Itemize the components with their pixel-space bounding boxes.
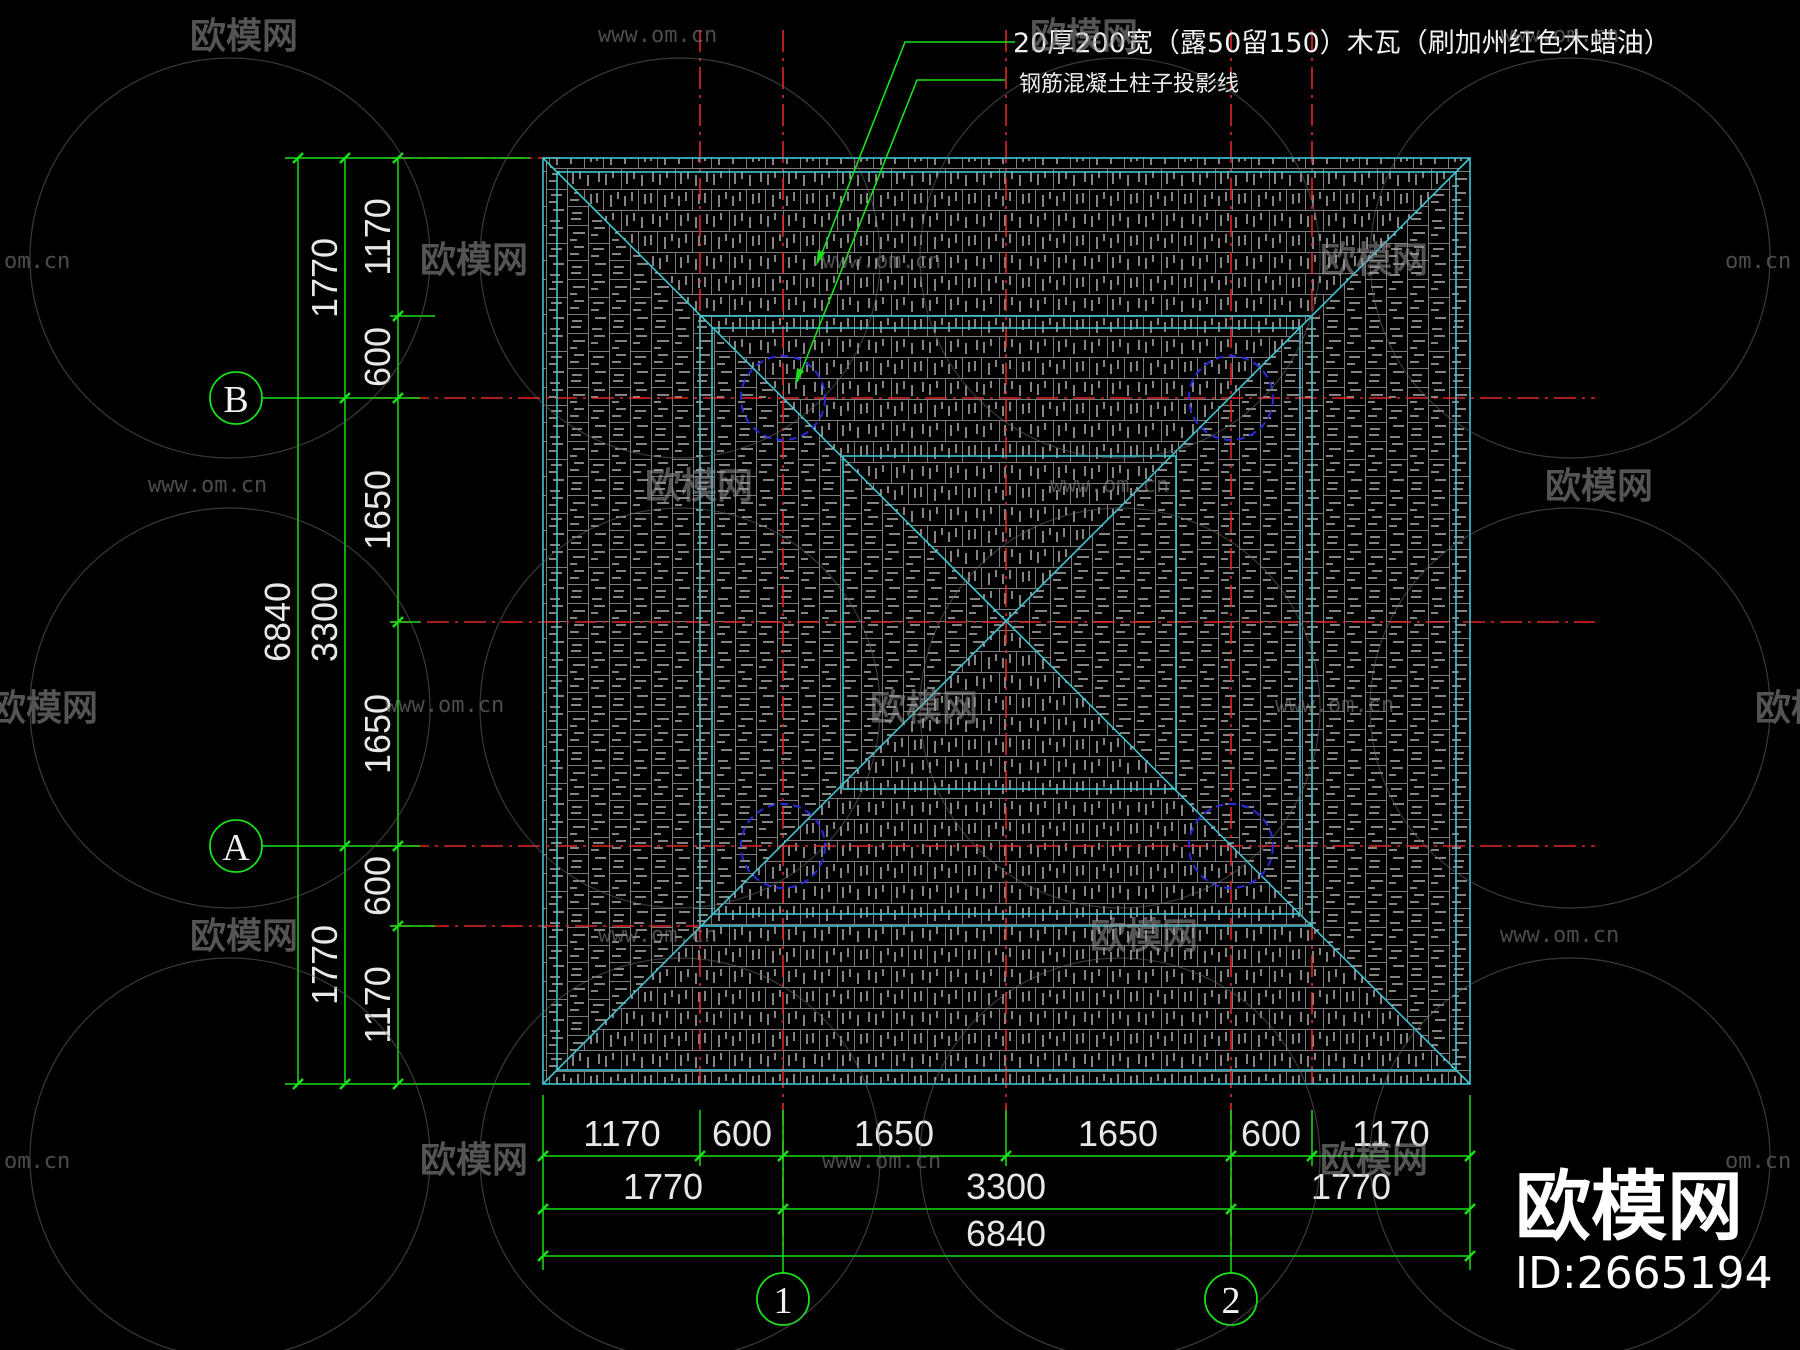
dim-left-1170-bottom: 1170 (357, 966, 398, 1043)
brand-logo: 欧模网 (1515, 1162, 1743, 1251)
left-tick-marks (292, 152, 404, 1090)
roof-eave-inner (556, 171, 1457, 1071)
watermark-logo: 欧模网 (420, 1140, 528, 1181)
watermark-logo-partial: 欧模网 (0, 688, 98, 729)
leader-wood-tile (819, 41, 1015, 259)
watermark-url: www.om.cn (822, 249, 941, 274)
roof-ridge-inner (842, 455, 1177, 790)
axis-bubble-2: 2 (1204, 1272, 1258, 1326)
bottom-dimensions (537, 1095, 1476, 1300)
watermark-url: www.om.cn (385, 693, 504, 718)
roof-slope-north (543, 158, 1470, 621)
leader-arrow-2 (795, 368, 804, 384)
roof-slope-east (1006, 158, 1470, 1084)
dim-bottom-1650-right: 1650 (1078, 1113, 1158, 1154)
dim-bottom-1770-right: 1770 (1311, 1166, 1391, 1207)
dim-left-600-bottom: 600 (357, 856, 398, 916)
watermark-url-partial: om.cn (4, 1149, 70, 1174)
dim-bottom-6840: 6840 (966, 1213, 1046, 1254)
leader-arrow-1 (816, 250, 825, 266)
bottom-tick-marks (537, 1150, 1476, 1262)
watermark-logo: 欧模网 (1030, 16, 1138, 57)
column-projection-a2 (1188, 803, 1274, 889)
column-projections (740, 355, 1274, 889)
dim-left-6840: 6840 (257, 582, 298, 662)
watermark-url: www.om.cn (148, 473, 267, 498)
watermark-logo: 欧模网 (870, 688, 978, 729)
dim-bottom-600-left: 600 (712, 1113, 772, 1154)
note-leaders (796, 41, 1015, 383)
dim-left-1170-top: 1170 (357, 198, 398, 275)
watermark-url: www.om.cn (598, 923, 717, 948)
bottom-dimension-labels: 1170 600 1650 1650 600 1170 1770 3300 17… (583, 1113, 1429, 1254)
watermark-url: www.om.cn (822, 1149, 941, 1174)
leader-column-projection (796, 79, 1005, 383)
left-dimensions (260, 152, 530, 1090)
hip-line-se (1005, 620, 1471, 1085)
dim-bottom-3300: 3300 (966, 1166, 1046, 1207)
watermark-logo: 欧模网 (1320, 240, 1428, 281)
watermark-url: www.om.cn (1275, 693, 1394, 718)
watermark-arcs (29, 57, 1771, 1350)
dim-bottom-1170-left: 1170 (583, 1113, 660, 1154)
note-wood-tile: 20厚200宽（露50留150）木瓦（刷加州红色木蜡油） (1013, 28, 1671, 59)
dim-left-1770-top: 1770 (304, 238, 345, 318)
left-dimension-labels: 1170 600 1650 1650 600 1170 1770 3300 17… (257, 198, 398, 1043)
axis-bubbles: B A 1 2 (209, 371, 1258, 1326)
roof-eave-outline (542, 157, 1471, 1085)
svg-text:2: 2 (1222, 1280, 1241, 1322)
dim-left-3300: 3300 (304, 582, 345, 662)
axis-bubble-b: B (209, 371, 263, 425)
axis-bubble-a: A (209, 819, 263, 873)
svg-text:A: A (222, 827, 250, 869)
dim-left-1650-bottom: 1650 (357, 694, 398, 774)
watermark-logo: 欧模网 (1755, 688, 1800, 729)
watermark-logo: 欧模网 (190, 16, 298, 57)
watermark-url-partial: om.cn (4, 249, 70, 274)
hip-line-nw (542, 157, 1007, 622)
watermark-url: www.om.cn (1050, 473, 1169, 498)
bottom-extension-lines (542, 1095, 1471, 1300)
watermark-logo: 欧模网 (645, 466, 753, 507)
watermark-url-partial: om.cn (1725, 1149, 1791, 1174)
branding: 欧模网 ID:2665194 (1515, 1162, 1773, 1299)
left-extension-lines (260, 157, 530, 1085)
watermark-url: www.om.cn (1500, 923, 1619, 948)
watermark-logo: 欧模网 (420, 240, 528, 281)
svg-text:B: B (223, 379, 248, 421)
dim-bottom-1170-right: 1170 (1352, 1113, 1429, 1154)
svg-text:1: 1 (774, 1280, 793, 1322)
dim-bottom-1770-left: 1770 (623, 1166, 703, 1207)
hip-line-sw (542, 620, 1007, 1085)
dim-left-600-top: 600 (357, 327, 398, 387)
column-projection-b1 (740, 355, 826, 441)
roof-slope-west (543, 158, 1006, 1084)
watermark-logo: 欧模网 (190, 916, 298, 957)
watermark-logo: 欧模网 (1090, 916, 1198, 957)
watermark-url-partial: om.cn (1725, 249, 1791, 274)
dim-left-1770-bottom: 1770 (304, 925, 345, 1005)
column-projection-b2 (1188, 355, 1274, 441)
watermark-logo: 欧模网 (1320, 1140, 1428, 1181)
watermarks: 欧模网 欧模网 欧模网 欧模网 欧模网 欧模网 欧模网 欧模网 欧模网 欧模网 … (0, 16, 1800, 1350)
dim-left-1650-top: 1650 (357, 470, 398, 550)
watermark-url: www.om.cn (598, 23, 717, 48)
watermark-url: www.om.cn (1500, 23, 1619, 48)
roof-ridge-outer (699, 315, 1313, 927)
dim-bottom-600-right: 600 (1241, 1113, 1301, 1154)
watermark-logo: 欧模网 (1545, 466, 1653, 507)
axis-bubble-1: 1 (756, 1272, 810, 1326)
brand-id: ID:2665194 (1515, 1248, 1773, 1299)
hip-line-ne (1005, 157, 1471, 622)
note-column-projection: 钢筋混凝土柱子投影线 (1019, 72, 1239, 97)
